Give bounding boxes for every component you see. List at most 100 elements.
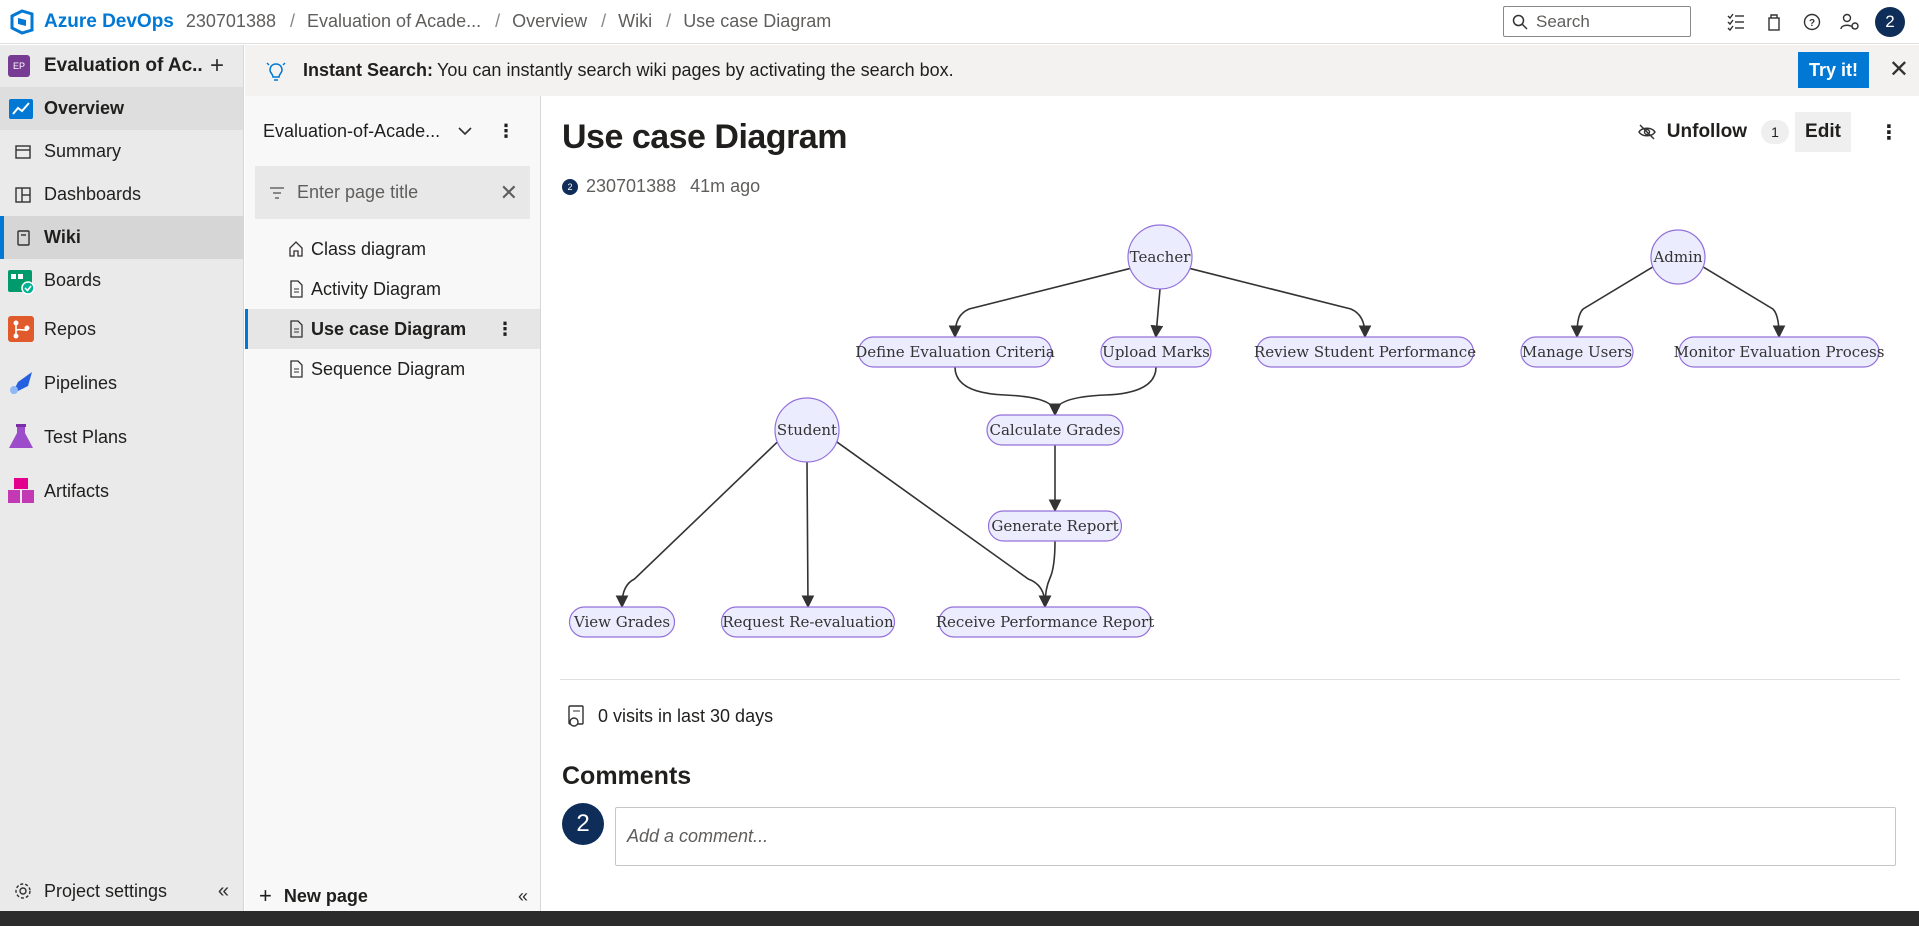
- nav-label: Boards: [44, 270, 102, 290]
- page-visits: 0 visits in last 30 days: [566, 704, 773, 728]
- nav-item-wiki[interactable]: Wiki: [0, 216, 243, 259]
- brand-name: Azure DevOps: [44, 10, 174, 32]
- project-badge: EP: [8, 55, 30, 77]
- lightbulb-sparkle-icon: [266, 61, 286, 81]
- use-case-label: Receive Performance Report: [936, 613, 1154, 631]
- unfollow-button[interactable]: Unfollow: [1637, 121, 1747, 143]
- nav-item-dashboards[interactable]: Dashboards: [0, 173, 243, 216]
- actor-label: Admin: [1652, 248, 1702, 266]
- use-case-label: Manage Users: [1522, 343, 1632, 361]
- nav-label: Test Plans: [44, 426, 128, 447]
- new-page-button[interactable]: + New page «: [245, 881, 540, 911]
- use-case-label: Monitor Evaluation Process: [1674, 343, 1885, 361]
- breadcrumb-org[interactable]: 230701388: [185, 11, 276, 31]
- breadcrumb-overview[interactable]: Overview: [512, 11, 588, 31]
- breadcrumb-wiki[interactable]: Wiki: [618, 11, 653, 31]
- unfollow-label: Unfollow: [1666, 121, 1747, 142]
- nav-label: Summary: [44, 141, 122, 161]
- diagram-edge: [801, 461, 815, 609]
- user-settings-icon[interactable]: [1839, 11, 1861, 33]
- page-stats-icon: [568, 705, 584, 727]
- breadcrumb-page[interactable]: Use case Diagram: [683, 11, 832, 31]
- page-filter-input[interactable]: Enter page title ✕: [255, 166, 530, 219]
- breadcrumb-separator: /: [601, 11, 607, 31]
- diagram-edge: [1038, 540, 1056, 609]
- azure-devops-logo[interactable]: Azure DevOps: [8, 8, 174, 36]
- use-case-label: Request Re-evaluation: [722, 613, 894, 631]
- more-actions-icon[interactable]: ⋮: [1879, 121, 1899, 144]
- page-actions: Unfollow 1 Edit ⋮: [1637, 112, 1899, 152]
- page-more-icon[interactable]: ⋮: [496, 318, 514, 339]
- project-settings-label: Project settings: [44, 880, 168, 901]
- actor-node: Admin: [1650, 229, 1706, 285]
- use-case-node: Generate Report: [987, 510, 1123, 542]
- nav-item-boards[interactable]: Boards: [0, 259, 243, 302]
- collapse-nav-icon[interactable]: «: [217, 879, 229, 902]
- nav-label: Overview: [44, 98, 125, 118]
- breadcrumb-separator: /: [666, 11, 672, 31]
- tree-item-activity-diagram[interactable]: Activity Diagram: [245, 269, 540, 309]
- edit-button[interactable]: Edit: [1795, 112, 1851, 152]
- nav-item-test-plans[interactable]: Test Plans: [0, 410, 243, 464]
- nav-label: Dashboards: [44, 184, 142, 204]
- summary-icon: [14, 143, 32, 161]
- help-icon[interactable]: ?: [1801, 11, 1823, 33]
- repos-icon: [6, 314, 36, 344]
- close-icon[interactable]: ✕: [1888, 56, 1909, 83]
- diagram-edge: [948, 267, 1132, 339]
- tree-item-sequence-diagram[interactable]: Sequence Diagram: [245, 349, 540, 389]
- collapse-tree-icon[interactable]: «: [517, 885, 528, 906]
- task-list-icon[interactable]: [1725, 11, 1747, 33]
- nav-item-overview[interactable]: Overview: [0, 87, 243, 130]
- overview-icon: [6, 94, 36, 124]
- wiki-icon: [14, 229, 32, 247]
- clear-filter-icon[interactable]: ✕: [499, 179, 518, 205]
- actor-node: Student: [774, 397, 840, 463]
- project-header[interactable]: EP Evaluation of Ac... +: [0, 45, 243, 87]
- diagram-edge: [1150, 288, 1164, 339]
- user-avatar[interactable]: 2: [1875, 6, 1905, 37]
- pipelines-icon: [6, 368, 36, 398]
- taskbar-strip: [0, 911, 1919, 926]
- nav-label: Repos: [44, 318, 97, 339]
- nav-item-repos[interactable]: Repos: [0, 302, 243, 356]
- banner-title: Instant Search:: [303, 60, 434, 80]
- page-icon: [290, 280, 303, 298]
- new-page-label: New page: [283, 885, 368, 906]
- eye-off-icon: [1637, 124, 1656, 140]
- wiki-selector[interactable]: Evaluation-of-Acade... ⋮: [245, 96, 540, 166]
- wiki-more-icon[interactable]: ⋮: [497, 120, 515, 141]
- author-name[interactable]: 230701388: [586, 176, 677, 196]
- page-icon: [290, 360, 303, 378]
- nav-item-pipelines[interactable]: Pipelines: [0, 356, 243, 410]
- top-bar: Azure DevOps 230701388 / Evaluation of A…: [0, 0, 1919, 44]
- search-input[interactable]: Search: [1503, 6, 1691, 37]
- project-name[interactable]: Evaluation of Ac...: [44, 55, 204, 76]
- diagram-edge: [1570, 265, 1655, 339]
- divider: [560, 679, 1900, 680]
- use-case-node: Request Re-evaluation: [720, 606, 896, 638]
- comment-input[interactable]: Add a comment...: [615, 807, 1896, 866]
- add-icon[interactable]: +: [210, 52, 225, 79]
- actor-label: Teacher: [1130, 248, 1192, 266]
- try-it-button[interactable]: Try it!: [1798, 52, 1869, 88]
- nav-item-summary[interactable]: Summary: [0, 130, 243, 173]
- tree-item-label: Sequence Diagram: [311, 358, 466, 379]
- tree-item-label: Class diagram: [311, 238, 427, 259]
- marketplace-bag-icon[interactable]: [1763, 11, 1785, 33]
- project-settings[interactable]: Project settings «: [0, 871, 243, 911]
- breadcrumb-project[interactable]: Evaluation of Acade...: [307, 11, 482, 31]
- test-plans-icon: [6, 422, 36, 452]
- home-icon: [289, 241, 303, 257]
- use-case-node: Monitor Evaluation Process: [1674, 336, 1885, 368]
- use-case-label: View Grades: [573, 613, 670, 631]
- tree-item-label: Use case Diagram: [311, 318, 467, 339]
- chevron-down-icon[interactable]: [457, 123, 473, 139]
- nav-item-artifacts[interactable]: Artifacts: [0, 464, 243, 518]
- wiki-page-content: Use case Diagram 2 230701388 41m ago Unf…: [542, 96, 1919, 911]
- tree-item-use-case-diagram[interactable]: Use case Diagram ⋮: [245, 309, 540, 349]
- boards-icon: [6, 266, 36, 296]
- use-case-node: View Grades: [568, 606, 676, 638]
- tree-item-class-diagram[interactable]: Class diagram: [245, 229, 540, 269]
